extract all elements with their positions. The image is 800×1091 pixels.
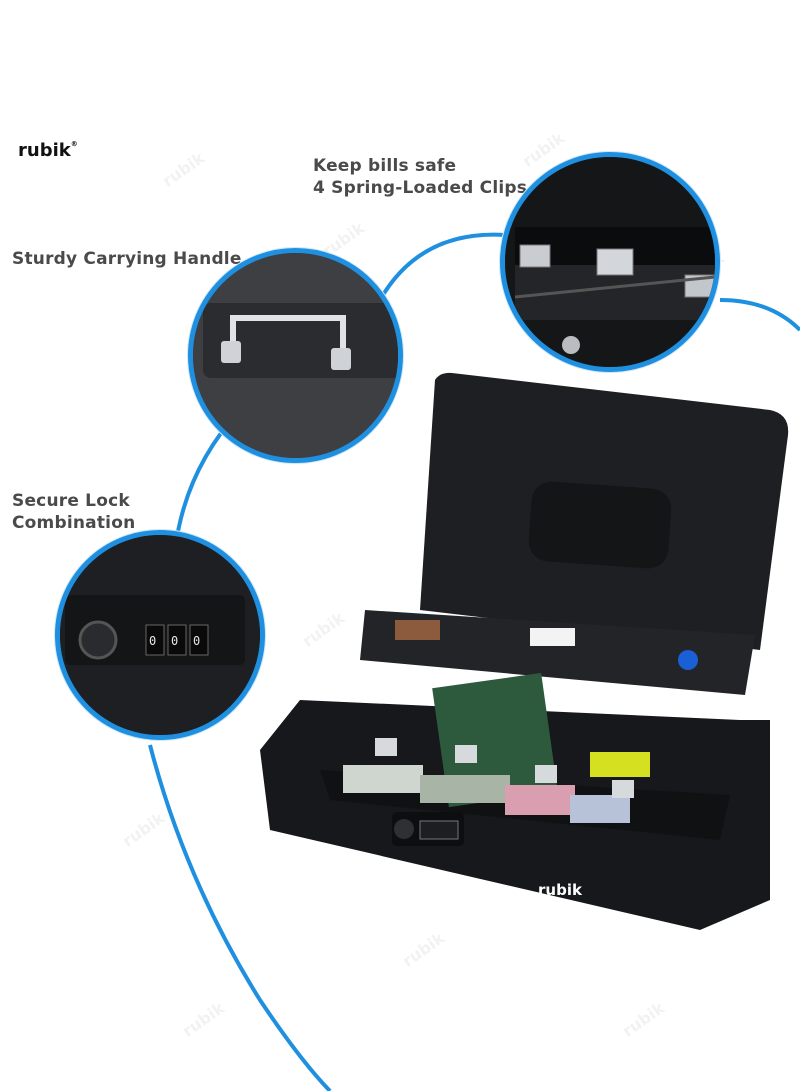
key-lock-icon	[562, 336, 580, 354]
lock-callout-line1: Secure Lock	[12, 491, 130, 511]
lock-detail-image: 0 0 0	[60, 535, 260, 735]
tray-key-fob	[678, 650, 698, 670]
lock-dial-icon	[78, 620, 118, 660]
lid-handle-recess	[528, 481, 672, 569]
bill-clip-2	[455, 745, 477, 763]
bills-callout-line1: Keep bills safe	[313, 156, 457, 176]
spring-clip-1	[519, 244, 551, 268]
bill-clip-3	[535, 765, 557, 783]
bills-callout-line2: 4 Spring-Loaded Clips	[313, 178, 528, 198]
bill-4	[570, 795, 630, 823]
tray-wallet	[395, 620, 440, 640]
lock-callout-label: Secure Lock Combination	[12, 490, 135, 534]
bill-clip-4	[612, 780, 634, 798]
brand-logo-text: rubik	[18, 140, 71, 161]
box-logo-text: rubik	[538, 881, 583, 899]
passport-book	[432, 672, 558, 808]
bill-1	[343, 765, 423, 793]
lock-callout-line2: Combination	[12, 513, 136, 533]
lock-digit-1: 0	[149, 634, 156, 648]
front-lock-dial-icon	[394, 819, 414, 839]
handle-detail-image	[193, 253, 398, 458]
handle-detail-circle	[188, 248, 403, 463]
clips-detail-image	[505, 157, 715, 367]
lock-digit-2: 0	[171, 634, 178, 648]
clips-detail-circle	[500, 152, 720, 372]
handle-bracket-right	[331, 348, 351, 370]
spring-clip-2	[596, 248, 634, 276]
handle-callout-label: Sturdy Carrying Handle	[12, 249, 242, 269]
lock-detail-circle: 0 0 0	[55, 530, 265, 740]
registered-mark: ®	[70, 140, 78, 148]
brand-logo: rubik®	[18, 140, 78, 161]
bill-clip-1	[375, 738, 397, 756]
tray-card	[530, 628, 575, 646]
handle-bracket-left	[221, 341, 241, 363]
lock-digit-3: 0	[193, 634, 200, 648]
coin-tray	[360, 610, 755, 695]
bills-callout-label: Keep bills safe 4 Spring-Loaded Clips	[313, 155, 527, 199]
sticky-note	[590, 752, 650, 777]
bill-2	[420, 775, 510, 803]
bill-3	[505, 785, 575, 815]
